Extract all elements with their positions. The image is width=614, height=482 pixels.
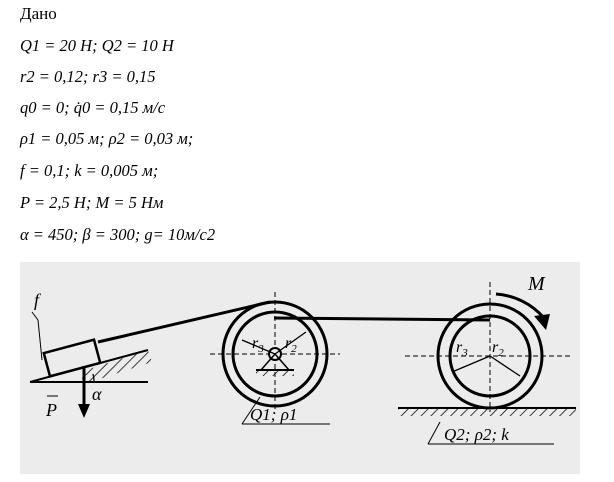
- rope-pulley-to-wheel: [273, 316, 491, 322]
- given-line-weights: Q1 = 20 Н; Q2 = 10 Н: [20, 36, 174, 55]
- given-line-gyration-radii: ρ1 = 0,05 м; ρ2 = 0,03 м;: [20, 129, 194, 148]
- force-P-label: P: [45, 400, 57, 420]
- wheel-r3-label: r3: [456, 339, 468, 359]
- given-line-radii: r2 = 0,12; r3 = 0,15: [20, 67, 156, 86]
- moment-arc: [495, 292, 546, 319]
- pulley-leader-line: [241, 396, 261, 425]
- stepped-pulley: [210, 292, 340, 412]
- rolling-wheel: [398, 282, 576, 416]
- given-line-initial-conditions: q0 = 0; q̇0 = 0,15 м/с: [20, 98, 166, 117]
- given-line-friction: f = 0,1; k = 0,005 м;: [20, 161, 159, 180]
- given-heading: Дано: [20, 4, 57, 23]
- alpha-label: α: [92, 384, 102, 404]
- mechanism-figure: f α P r3 r2 Q1; ρ1: [20, 262, 580, 474]
- moment-arrowhead: [534, 314, 550, 330]
- given-line-angles: α = 450; β = 300; g= 10м/с2: [20, 225, 216, 244]
- wheel-leader-line: [427, 421, 441, 445]
- sliding-block: [31, 311, 102, 418]
- wheel-params-label: Q2; ρ2; k: [444, 425, 509, 444]
- mechanism-diagram: f α P r3 r2 Q1; ρ1: [29, 273, 576, 445]
- friction-label: f: [34, 290, 42, 310]
- pulley-r3-label: r3: [252, 335, 264, 355]
- given-line-force-moment: P = 2,5 Н; M = 5 Нм: [20, 193, 164, 212]
- rope-incline-to-pulley: [97, 300, 271, 344]
- wheel-r2-label: r2: [492, 339, 504, 359]
- pulley-params-label: Q1; ρ1: [250, 405, 297, 424]
- moment-M-label: M: [527, 273, 546, 295]
- pulley-r2-label: r2: [285, 335, 297, 355]
